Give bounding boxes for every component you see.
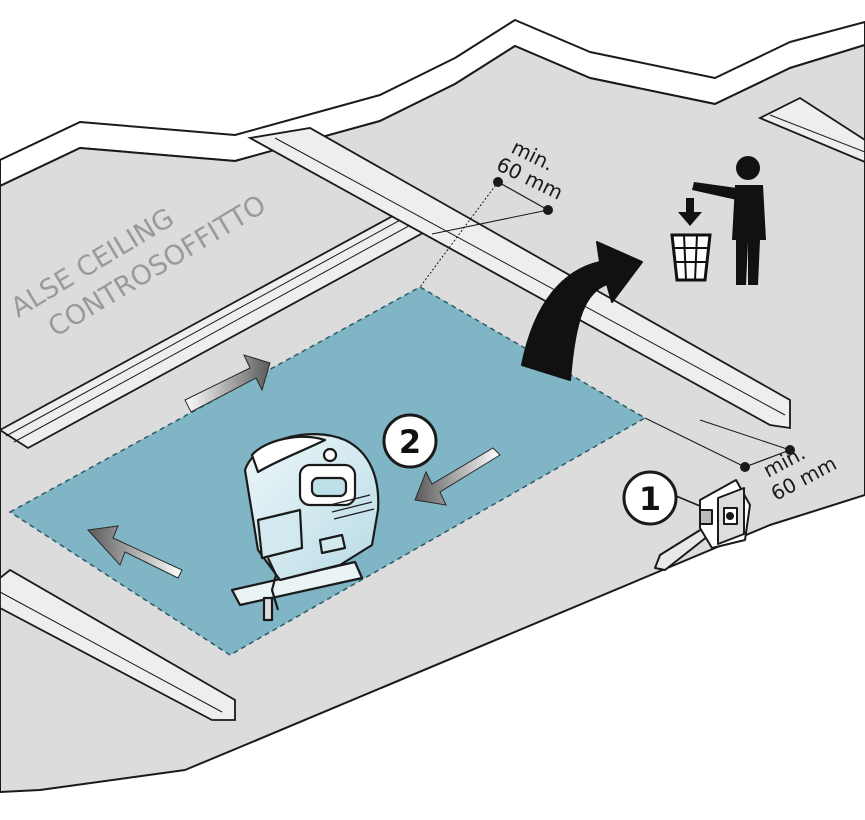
- dimension-top: min. 60 mm: [419, 135, 567, 288]
- person-discarding-icon: [692, 156, 766, 285]
- dimension-right: min. 60 mm: [644, 417, 841, 505]
- motion-arrow-upper: [184, 354, 271, 413]
- jigsaw-icon: [230, 433, 380, 622]
- ceiling-profile-right: [757, 96, 865, 163]
- motion-arrow-left: [86, 525, 183, 579]
- motion-arrow-right: [414, 447, 501, 506]
- ceiling-profile-cross: [247, 127, 791, 430]
- ceiling-profile-lower: [0, 568, 236, 721]
- step-2-badge: 2: [382, 413, 438, 469]
- discard-arrow: [521, 241, 643, 381]
- tape-measure-icon: [654, 479, 751, 571]
- trash-bin-icon: [670, 198, 712, 282]
- step-2-number: 2: [399, 423, 421, 461]
- step-1-badge: 1: [622, 470, 701, 526]
- step-1-number: 1: [639, 480, 661, 518]
